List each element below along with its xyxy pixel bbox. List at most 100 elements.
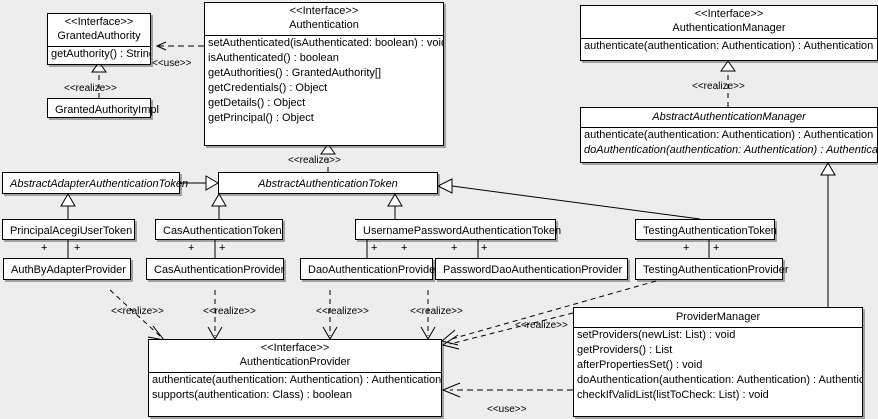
class-stereotype-granted-authority: <<Interface>> (64, 16, 134, 28)
edge-realize-abstractauthenticationmanager-to-authenticationmanager (720, 60, 736, 107)
association-multiplicity-plus-cas-1: + (188, 242, 195, 254)
class-box-cas-authentication-provider[interactable]: CasAuthenticationProvider (146, 258, 284, 280)
class-member: getCredentials() : Object (208, 82, 328, 94)
class-header-abstract-adapter-authentication-token: AbstractAdapterAuthenticationToken (3, 173, 189, 197)
association-multiplicity-plus-userpass-1: + (371, 242, 378, 254)
class-header-username-password-authentication-token: UsernamePasswordAuthenticationToken (356, 220, 562, 244)
class-member: getAuthorities() : GrantedAuthority[] (208, 67, 382, 79)
class-header-testing-authentication-token: TestingAuthenticationToken (636, 220, 777, 244)
class-member: getPrincipal() : Object (208, 112, 314, 124)
association-multiplicity-plus-testing-2: + (713, 242, 720, 254)
class-header-dao-authentication-provider: DaoAuthenticationProvider (301, 259, 439, 283)
class-box-provider-manager[interactable]: ProviderManager setProviders(newList: Lis… (573, 307, 863, 417)
edge-realize-abstractauthenticationtoken-to-authentication (320, 143, 336, 172)
class-member: authenticate(authentication: Authenticat… (584, 40, 874, 52)
class-header-granted-authority: <<Interface>> GrantedAuthority (48, 14, 150, 47)
class-name-dao-authentication-provider: DaoAuthenticationProvider (308, 264, 439, 276)
class-box-testing-authentication-token[interactable]: TestingAuthenticationToken (635, 219, 777, 240)
edge-label-realize-grantedauthorityimpl: <<realize>> (64, 83, 117, 94)
edge-generalization-castoken-to-abstracttoken (211, 193, 227, 219)
class-members-authentication: setAuthenticated(isAuthenticated: boolea… (205, 36, 443, 126)
class-header-testing-authentication-provider: TestingAuthenticationProvider (636, 259, 789, 283)
class-box-abstract-adapter-authentication-token[interactable]: AbstractAdapterAuthenticationToken (2, 172, 189, 197)
class-header-authentication-provider: <<Interface>>AuthenticationProvider (149, 340, 441, 373)
class-header-provider-manager: ProviderManager (574, 308, 862, 328)
class-box-cas-authentication-token[interactable]: CasAuthenticationToken (155, 219, 283, 240)
edge-realize-grantedauthorityimpl-to-grantedauthority (91, 61, 107, 98)
class-header-auth-by-adapter-provider: AuthByAdapterProvider (4, 259, 130, 283)
class-box-dao-authentication-provider[interactable]: DaoAuthenticationProvider (300, 258, 439, 283)
class-box-principal-acegi-user-token[interactable]: PrincipalAcegiUserToken (2, 219, 135, 240)
class-header-abstract-authentication-manager: AbstractAuthenticationManager (581, 108, 877, 128)
class-members-authentication-provider: authenticate(authentication: Authenticat… (149, 373, 441, 403)
class-name-username-password-authentication-token: UsernamePasswordAuthenticationToken (363, 225, 562, 237)
class-header-authentication: <<Interface>> Authentication (205, 3, 443, 36)
class-members-provider-manager: setProviders(newList: List) : void getPro… (574, 328, 862, 403)
edge-generalization-providermanager-to-abstractauthenticationmanager (820, 162, 836, 307)
class-name-cas-authentication-provider: CasAuthenticationProvider (154, 264, 285, 276)
edge-label-realize-authbyadapterprovider: <<realize>> (111, 306, 164, 317)
class-header-cas-authentication-token: CasAuthenticationToken (156, 220, 282, 244)
class-name-auth-by-adapter-provider: AuthByAdapterProvider (11, 264, 126, 276)
class-member: getProviders() : List (577, 344, 673, 356)
class-member: getDetails() : Object (208, 97, 306, 109)
edge-label-use-providermanager: <<use>> (487, 404, 527, 415)
association-multiplicity-plus-userpass-2: + (401, 242, 408, 254)
class-member: getAuthority() : String (51, 48, 150, 60)
class-name-provider-manager: ProviderManager (675, 311, 761, 323)
class-name-authentication: Authentication (289, 19, 359, 31)
class-name-granted-authority: GrantedAuthority (57, 30, 141, 42)
class-box-username-password-authentication-token[interactable]: UsernamePasswordAuthenticationToken (355, 219, 561, 240)
class-name-abstract-authentication-token: AbstractAuthenticationToken (258, 178, 398, 190)
class-box-abstract-authentication-token[interactable]: AbstractAuthenticationToken (218, 172, 438, 194)
edge-generalization-userpasstoken-to-abstracttoken (387, 193, 403, 219)
class-name-testing-authentication-token: TestingAuthenticationToken (643, 225, 777, 237)
class-box-password-dao-authentication-provider[interactable]: PasswordDaoAuthenticationProvider (435, 258, 628, 280)
class-member: afterPropertiesSet() : void (577, 359, 703, 371)
edge-label-realize-providermanager: <<realize>> (515, 320, 568, 331)
class-member: setProviders(newList: List) : void (577, 329, 736, 341)
class-box-granted-authority-impl[interactable]: GrantedAuthorityImpl (47, 98, 159, 118)
class-member: isAuthenticated() : boolean (208, 52, 339, 64)
class-header-authentication-manager: <<Interface>>AuthenticationManager (581, 6, 877, 39)
class-member: checkIfValidList(listToCheck: List) : vo… (577, 389, 769, 401)
class-header-granted-authority-impl: GrantedAuthorityImpl (48, 99, 159, 123)
edge-label-use-authentication-grantedauthority: <<use>> (152, 58, 192, 69)
class-stereotype-authentication-provider: <<Interface>> (260, 342, 330, 354)
class-header-principal-acegi-user-token: PrincipalAcegiUserToken (3, 220, 134, 244)
class-name-abstract-adapter-authentication-token: AbstractAdapterAuthenticationToken (10, 178, 189, 190)
association-multiplicity-plus-cas-2: + (219, 242, 226, 254)
association-multiplicity-plus-userpass-3: + (451, 242, 458, 254)
class-member: authenticate(authentication: Authenticat… (152, 374, 441, 386)
class-member: setAuthenticated(isAuthenticated: boolea… (208, 37, 443, 49)
class-box-granted-authority[interactable]: <<Interface>> GrantedAuthority getAuthorit… (47, 13, 151, 65)
edge-realize-providermanager-to-authenticationprovider (441, 312, 574, 350)
edge-label-realize-daoauthenticationprovider: <<realize>> (316, 306, 369, 317)
class-box-testing-authentication-provider[interactable]: TestingAuthenticationProvider (635, 258, 789, 283)
class-name-password-dao-authentication-provider: PasswordDaoAuthenticationProvider (443, 264, 623, 276)
class-header-cas-authentication-provider: CasAuthenticationProvider (147, 259, 285, 283)
class-name-cas-authentication-token: CasAuthenticationToken (163, 225, 282, 237)
class-name-testing-authentication-provider: TestingAuthenticationProvider (643, 264, 789, 276)
class-stereotype-authentication-manager: <<Interface>> (694, 8, 764, 20)
class-box-auth-by-adapter-provider[interactable]: AuthByAdapterProvider (3, 258, 131, 280)
edge-generalization-abstractadaptertoken-to-abstracttoken (180, 175, 219, 191)
class-stereotype-authentication: <<Interface>> (289, 5, 359, 17)
class-members-authentication-manager: authenticate(authentication: Authenticat… (581, 39, 877, 54)
class-member: doAuthentication(authentication: Authent… (577, 374, 862, 386)
class-member: authenticate(authentication: Authenticat… (584, 129, 874, 141)
class-box-authentication[interactable]: <<Interface>> Authentication setAuthentica… (204, 2, 444, 146)
edge-realize-testingprovider-to-authenticationprovider (440, 280, 657, 346)
class-member: doAuthentication(authentication: Authent… (584, 144, 877, 156)
edge-label-realize-abstractauthenticationtoken: <<realize>> (288, 155, 341, 166)
class-name-granted-authority-impl: GrantedAuthorityImpl (55, 104, 159, 116)
edge-generalization-testingtoken-to-abstracttoken (436, 178, 701, 220)
edge-generalization-principaltoken-to-abstractadaptertoken (60, 193, 76, 219)
association-multiplicity-plus-principal-1: + (41, 242, 48, 254)
class-header-password-dao-authentication-provider: PasswordDaoAuthenticationProvider (436, 259, 627, 283)
class-members-abstract-authentication-manager: authenticate(authentication: Authenticat… (581, 128, 877, 158)
